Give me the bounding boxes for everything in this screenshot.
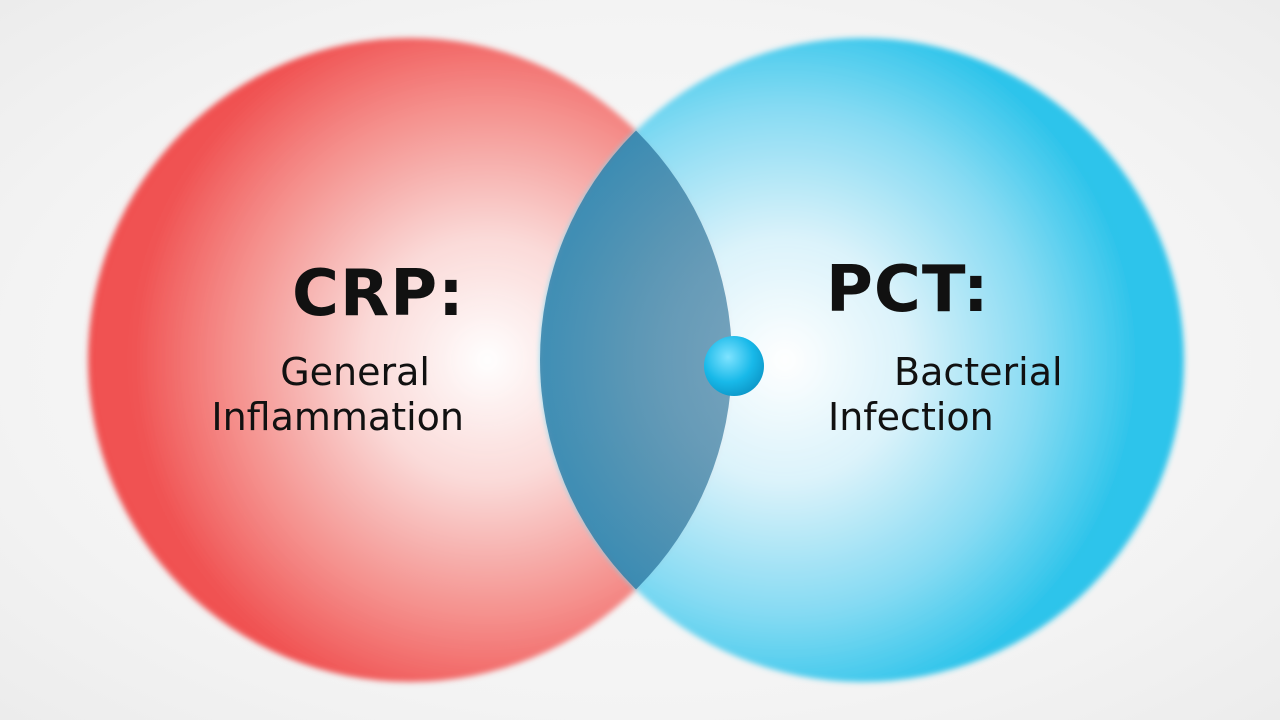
crp-circle — [88, 38, 732, 682]
crp-description: General Inflammation — [184, 350, 464, 440]
pct-title: PCT: — [826, 253, 990, 327]
pct-description-line-1: Bacterial — [894, 350, 1063, 394]
crp-description-line-1: General — [280, 350, 430, 394]
crp-title: CRP: — [292, 257, 465, 331]
pct-circle — [540, 38, 1184, 682]
pct-description-line-2: Infection — [828, 394, 994, 439]
crp-description-line-2: Inflammation — [211, 394, 464, 439]
pct-description: Bacterial Infection — [828, 350, 1063, 440]
overlap-marker — [704, 336, 764, 396]
